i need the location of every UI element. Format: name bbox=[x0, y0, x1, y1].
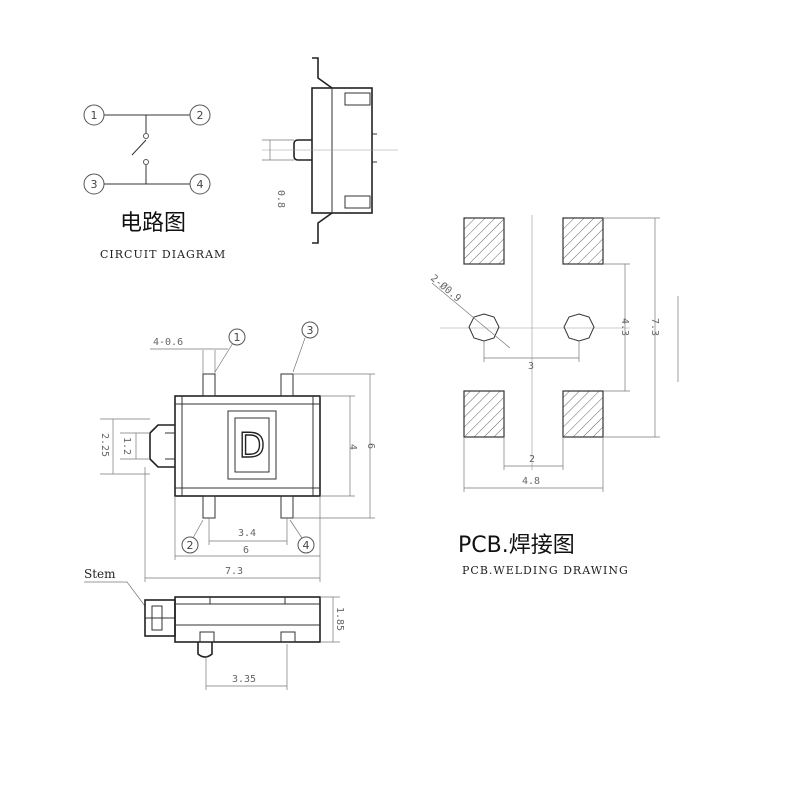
pin-label-3: 3 bbox=[91, 178, 98, 191]
top-pin-4-label: 4 bbox=[303, 539, 310, 552]
pcb-dim-hole: 2-Ø0.9 bbox=[428, 272, 463, 304]
top-pin-1 bbox=[228, 328, 246, 346]
pcb-welding-drawing: 2-Ø0.9 3 4.3 7.3 2 4.8 PCB.焊接图 PCB.WELDI… bbox=[428, 215, 679, 577]
pin-node-4 bbox=[189, 173, 211, 195]
pin-label-4: 4 bbox=[197, 178, 204, 191]
circuit-diagram: 1 2 3 4 电路图 CIRCUIT DIAGRAM bbox=[83, 104, 226, 261]
pcb-pad-bottom-left bbox=[463, 390, 505, 438]
circuit-title-en: CIRCUIT DIAGRAM bbox=[100, 248, 226, 261]
pcb-dim-2: 2 bbox=[529, 454, 535, 465]
pcb-hole-right bbox=[563, 313, 595, 342]
pcb-dim-73: 7.3 bbox=[649, 318, 660, 336]
top-dim-6-bottom: 6 bbox=[243, 545, 249, 556]
bottom-dim-185: 1.85 bbox=[334, 607, 345, 631]
actuator-letter: D bbox=[239, 426, 265, 466]
side-view: 0.8 bbox=[262, 57, 398, 244]
pcb-subtitle: PCB.WELDING DRAWING bbox=[462, 564, 629, 577]
pin-node-1 bbox=[83, 104, 105, 126]
top-pin-3-label: 3 bbox=[307, 324, 314, 337]
pcb-dim-48: 4.8 bbox=[522, 476, 540, 487]
top-dim-6-right: 6 bbox=[365, 443, 376, 449]
pcb-pad-bottom-right bbox=[562, 390, 604, 438]
top-dim-225: 2.25 bbox=[99, 433, 110, 457]
top-dim-4: 4 bbox=[347, 444, 358, 450]
pin-label-1: 1 bbox=[91, 109, 98, 122]
pcb-pad-top-left bbox=[463, 217, 505, 265]
pin-label-2: 2 bbox=[197, 109, 204, 122]
bottom-dim-335: 3.35 bbox=[232, 674, 256, 685]
side-dim-08: 0.8 bbox=[275, 190, 286, 208]
stem-label: Stem bbox=[84, 567, 116, 581]
circuit-title-cn: 电路图 bbox=[120, 211, 186, 236]
bottom-view: Stem 1.85 3.35 bbox=[84, 567, 345, 690]
pcb-hole-left bbox=[468, 313, 500, 342]
top-dim-12: 1.2 bbox=[121, 437, 132, 455]
pcb-dim-3: 3 bbox=[528, 361, 534, 372]
top-pin-2-label: 2 bbox=[187, 539, 194, 552]
top-dim-34: 3.4 bbox=[238, 528, 256, 539]
top-pin-1-label: 1 bbox=[234, 331, 241, 344]
pin-node-2 bbox=[189, 104, 211, 126]
top-dim-73: 7.3 bbox=[225, 566, 243, 577]
pin-node-3 bbox=[83, 173, 105, 195]
top-dim-lead-width: 4-0.6 bbox=[153, 337, 183, 348]
pcb-title: PCB.焊接图 bbox=[458, 533, 575, 558]
pcb-pad-top-right bbox=[562, 217, 604, 265]
top-pin-3 bbox=[301, 321, 319, 339]
top-view: D 4-0.6 1 3 2 4 2.25 1 bbox=[99, 321, 376, 582]
top-pin-2 bbox=[181, 536, 199, 554]
top-pin-4 bbox=[297, 536, 315, 554]
pcb-dim-43: 4.3 bbox=[619, 318, 630, 336]
